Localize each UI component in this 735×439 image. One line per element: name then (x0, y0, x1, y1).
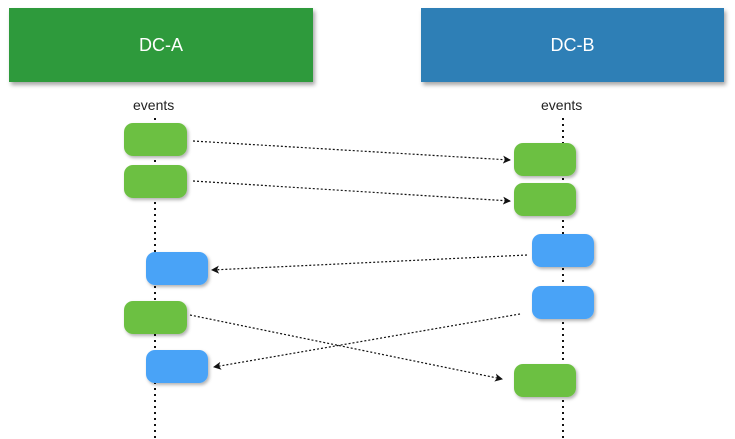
event-green (124, 165, 187, 198)
message-arrow (189, 314, 503, 382)
events-label-a: events (133, 97, 175, 113)
message-arrow (211, 254, 528, 274)
message-arrow (213, 313, 521, 370)
events-label-b: events (541, 97, 583, 113)
datacenter-b-box: DC-B (421, 8, 724, 82)
event-green (514, 364, 576, 397)
event-green (124, 123, 187, 156)
event-green (124, 301, 187, 334)
message-arrow (192, 140, 511, 164)
message-arrow (192, 180, 511, 205)
event-blue (532, 286, 594, 319)
event-green (514, 143, 576, 176)
datacenter-a-label: DC-A (139, 34, 183, 55)
datacenter-a-box: DC-A (9, 8, 313, 82)
event-blue (146, 252, 208, 285)
event-blue (532, 234, 594, 267)
event-green (514, 183, 576, 216)
datacenter-b-label: DC-B (550, 34, 595, 55)
event-blue (146, 350, 208, 383)
